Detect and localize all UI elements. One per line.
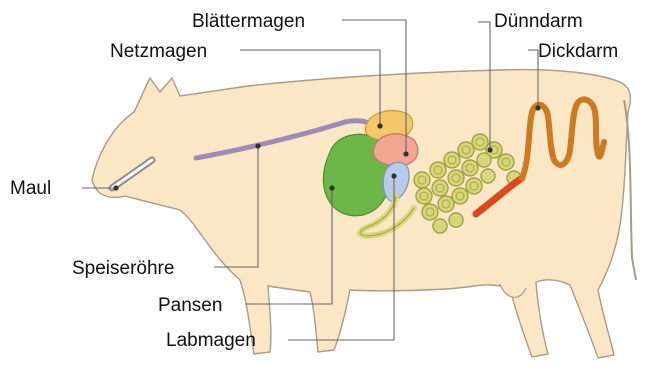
label-dickdarm: Dickdarm: [538, 41, 618, 62]
label-speiseroehre: Speiseröhre: [72, 258, 174, 279]
label-labmagen: Labmagen: [166, 330, 256, 351]
omasum: [373, 134, 418, 166]
label-netzmagen: Netzmagen: [110, 41, 207, 62]
label-pansen: Pansen: [158, 295, 222, 316]
label-duenndarm: Dünndarm: [494, 11, 583, 32]
label-blaettermagen: Blättermagen: [192, 11, 305, 32]
label-maul: Maul: [10, 178, 51, 199]
